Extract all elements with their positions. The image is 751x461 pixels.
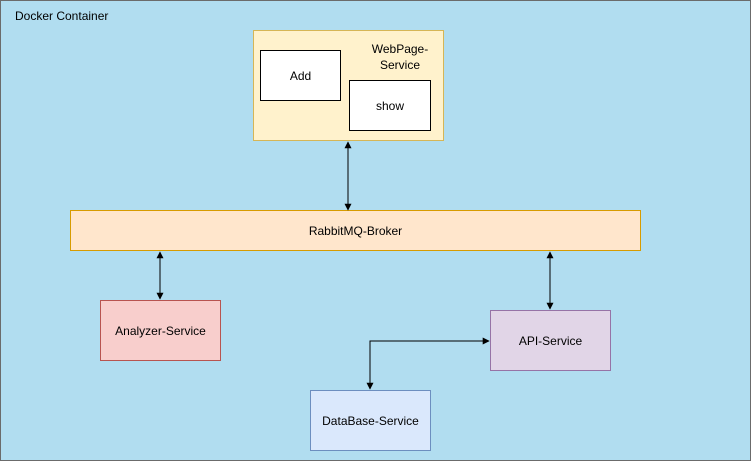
analyzer-service-label: Analyzer-Service (115, 323, 206, 338)
rabbitmq-broker-box: RabbitMQ-Broker (70, 210, 641, 251)
api-service-box: API-Service (490, 310, 611, 371)
database-service-label: DataBase-Service (322, 413, 419, 428)
database-service-box: DataBase-Service (310, 390, 431, 451)
webpage-service-label-line2: Service (379, 58, 420, 72)
webpage-service-label-line1: WebPage- (371, 42, 429, 56)
api-service-label: API-Service (518, 333, 583, 348)
analyzer-service-box: Analyzer-Service (100, 300, 221, 361)
rabbitmq-broker-label: RabbitMQ-Broker (308, 223, 403, 238)
docker-container-label: Docker Container (15, 9, 109, 23)
show-box: show (349, 80, 431, 131)
add-label: Add (289, 68, 312, 83)
add-box: Add (260, 50, 341, 101)
webpage-service-label: WebPage- Service (357, 41, 443, 73)
show-label: show (375, 98, 404, 113)
